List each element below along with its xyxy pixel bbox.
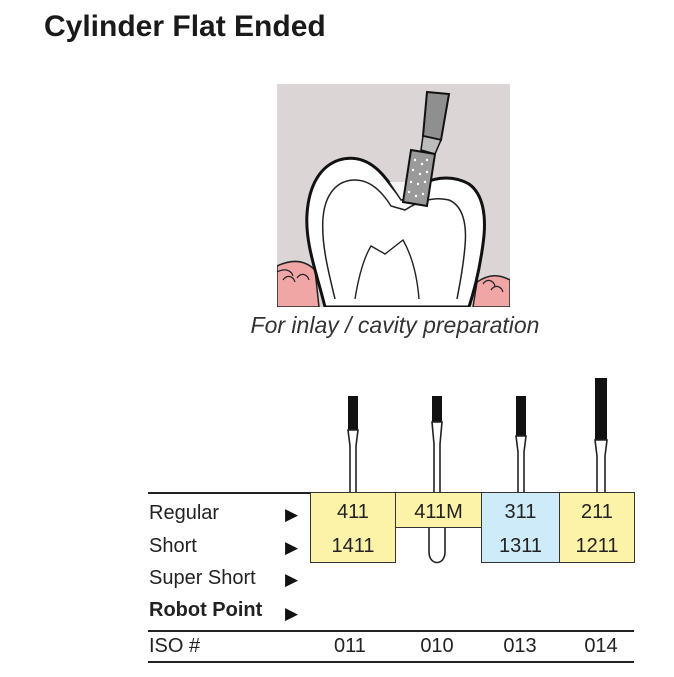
bur-silhouette-010: [428, 396, 446, 564]
iso-top-line: [148, 630, 634, 632]
product-code-short: 1411: [331, 535, 375, 557]
robot-point-tip: [428, 528, 446, 564]
row-label-iso: ISO #: [149, 635, 201, 657]
row-label-short: Short: [149, 535, 197, 557]
row-label-regular: Regular: [149, 502, 220, 524]
table-bottom-line: [148, 661, 634, 663]
product-cell-group-1: 411 1411: [310, 492, 396, 563]
bur-head: [401, 148, 437, 208]
product-code-regular: 411: [337, 501, 369, 523]
arrow-icon: ▶: [285, 604, 299, 623]
gum-right: [472, 275, 510, 307]
product-code-regular: 411M: [414, 501, 463, 523]
product-cell-group-2: 411M: [395, 492, 482, 528]
product-cell-group-4: 211 1211: [559, 492, 635, 563]
iso-value: 010: [420, 635, 454, 657]
bur-silhouette-014: [594, 378, 608, 507]
product-code-regular: 211: [581, 501, 613, 523]
product-code-regular: 311: [504, 501, 537, 523]
arrow-icon: ▶: [285, 538, 299, 557]
gum-left: [277, 260, 320, 307]
product-cell-group-3: 311 1311: [481, 492, 560, 563]
arrow-icon: ▶: [285, 570, 299, 589]
tooth-illustration: [277, 84, 510, 307]
page-title: Cylinder Flat Ended: [44, 10, 326, 43]
product-code-short: 1311: [498, 535, 542, 557]
caption: For inlay / cavity preparation: [250, 312, 540, 338]
iso-value: 011: [334, 635, 366, 657]
iso-value: 013: [503, 635, 537, 657]
row-label-robot-point: Robot Point: [149, 599, 263, 621]
row-label-super-short: Super Short: [149, 567, 256, 589]
arrow-icon: ▶: [285, 505, 299, 524]
product-code-short: 1211: [575, 535, 619, 557]
iso-value: 014: [584, 635, 618, 657]
